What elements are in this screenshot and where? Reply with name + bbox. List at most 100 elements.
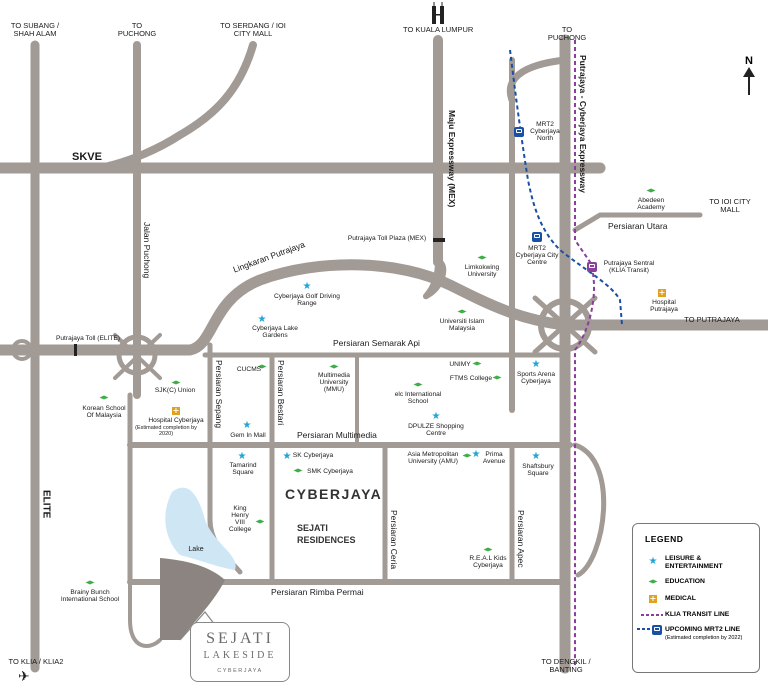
road-serdang: [96, 41, 257, 172]
graduation-cap-icon: [457, 309, 467, 314]
poi-real-kids: R.E.A.L Kids Cyberjaya: [469, 555, 507, 569]
star-icon: ★: [257, 314, 267, 325]
logo-line2: LAKESIDE: [203, 650, 277, 661]
road-label-semarak-api: Persiaran Semarak Api: [333, 338, 420, 348]
medical-cross-icon: +: [649, 594, 657, 603]
legend-mrt-note: (Estimated completion by 2022): [665, 635, 743, 641]
interchange-east-spokes: [532, 295, 598, 355]
dest-subang: TO SUBANG / SHAH ALAM: [10, 21, 60, 38]
poi-prima: Prima Avenue: [482, 451, 506, 465]
road-label-rimba-permai: Persiaran Rimba Permai: [271, 587, 364, 597]
graduation-cap-icon: [492, 375, 502, 380]
train-icon: [514, 127, 524, 137]
poi-mrt-north: MRT2 Cyberjaya North: [530, 121, 560, 142]
graduation-cap-icon: [329, 364, 339, 369]
poi-king-henry: King Henry VIII College: [228, 505, 252, 533]
poi-sports-arena: Sports Arena Cyberjaya: [516, 371, 556, 385]
road-pce-loop: [507, 56, 569, 104]
poi-sk-cyberjaya: SK Cyberjaya: [292, 452, 334, 459]
poi-tamarind: Tamarind Square: [229, 462, 257, 476]
graduation-cap-icon: [413, 382, 423, 387]
logo-line3: CYBERJAYA: [217, 668, 263, 674]
klia-line-swatch: [641, 614, 663, 616]
poi-lake-gardens: Cyberjaya Lake Gardens: [252, 325, 298, 339]
poi-smk-cyberjaya: SMK Cyberjaya: [307, 468, 353, 475]
star-icon: ★: [648, 556, 658, 567]
toll-label-elite: Putrajaya Toll (ELITE): [55, 335, 121, 342]
road-label-pce: Putrajaya - Cyberjaya Expressway: [577, 55, 588, 193]
dest-klia: TO KLIA / KLIA2: [8, 657, 64, 666]
interchange-east: [538, 298, 592, 352]
toll-label-mex: Putrajaya Toll Plaza (MEX): [347, 235, 427, 242]
graduation-cap-icon: [171, 380, 181, 385]
sejati-lakeside-logo: SEJATI LAKESIDE CYBERJAYA: [190, 622, 290, 682]
graduation-cap-icon: [85, 580, 95, 585]
medical-cross-icon: +: [172, 406, 180, 415]
dest-puchong-left: TO PUCHONG: [117, 21, 157, 38]
legend-title: LEGEND: [645, 534, 684, 544]
road-label-jalan-puchong: Jalan Puchong: [141, 222, 152, 279]
road-lake-loop: [128, 580, 162, 648]
legend: LEGEND ★ LEISURE & ENTERTAINMENT EDUCATI…: [632, 523, 760, 673]
poi-hospital-cj: Hospital Cyberjaya: [148, 417, 204, 424]
toll-elite: [74, 344, 77, 356]
poi-amu: Asia Metropolitan University (AMU): [407, 451, 459, 465]
poi-ftms: FTMS College: [449, 375, 493, 382]
interchange-west-spokes: [113, 333, 162, 380]
dest-ioi-city: TO IOI CITY MALL: [709, 197, 751, 214]
road-label-sepang: Persiaran Sepang: [213, 360, 224, 429]
dest-dengkil: TO DENGKIL / BANTING: [541, 657, 591, 674]
medical-cross-icon: +: [658, 288, 666, 297]
star-icon: ★: [237, 451, 247, 462]
poi-cucms: CUCMS: [236, 366, 262, 373]
sejati-residences-label: SEJATI RESIDENCES: [297, 523, 356, 546]
logo-line1: SEJATI: [206, 630, 274, 647]
road-label-multimedia: Persiaran Multimedia: [297, 430, 377, 440]
mrt-line-swatch: [637, 628, 651, 630]
poi-limkokwing: Limkokwing University: [464, 264, 500, 278]
graduation-cap-icon: [257, 364, 267, 369]
airplane-icon: ✈: [18, 669, 30, 685]
road-multimedia-east: [572, 442, 607, 578]
star-icon: ★: [531, 451, 541, 462]
graduation-cap-icon: [648, 579, 658, 584]
road-label-skve: SKVE: [72, 151, 102, 163]
road-label-ceria: Persiaran Ceria: [388, 510, 399, 570]
sejati-lakeside-plot: [160, 558, 225, 640]
train-icon: [652, 625, 662, 635]
poi-korean: Korean School Of Malaysia: [82, 405, 126, 419]
train-icon: [532, 232, 542, 242]
cyberjaya-label: CYBERJAYA: [285, 486, 383, 502]
star-icon: ★: [531, 359, 541, 370]
logo-pointer: [179, 611, 216, 641]
poi-brainy-bunch: Brainy Bunch International School: [60, 589, 120, 603]
lake-label: Lake: [188, 546, 204, 553]
compass: N: [738, 55, 762, 95]
poi-golf: Cyberjaya Golf Driving Range: [274, 293, 340, 307]
compass-n: N: [745, 55, 753, 67]
north-arrow-icon: [743, 67, 755, 95]
mrt2-line: [509, 49, 623, 326]
toll-mex: [433, 238, 445, 242]
graduation-cap-icon: [483, 547, 493, 552]
interchange-west: [116, 334, 158, 376]
poi-dpulze: DPULZE Shopping Centre: [408, 423, 464, 437]
train-icon: [587, 262, 597, 272]
twin-towers-icon: [432, 2, 444, 24]
graduation-cap-icon: [646, 188, 656, 193]
road-label-mex: Maju Expressway (MEX): [446, 110, 457, 208]
road-label-bestari: Persiaran Bestari: [275, 360, 286, 426]
legend-mrt-line: UPCOMING MRT2 LINE: [665, 626, 741, 633]
poi-mrt-centre: MRT2 Cyberjaya City Centre: [515, 245, 559, 266]
road-utara: [572, 212, 703, 233]
poi-elc: elc International School: [394, 391, 442, 405]
graduation-cap-icon: [462, 453, 472, 458]
legend-medical: MEDICAL: [665, 595, 696, 602]
graduation-cap-icon: [293, 468, 303, 473]
road-label-apec: Persiaran Apec: [515, 510, 526, 568]
poi-sjkc: SJK(C) Union: [154, 387, 196, 394]
road-label-utara: Persiaran Utara: [608, 221, 668, 231]
road-lingkaran: [0, 259, 768, 356]
